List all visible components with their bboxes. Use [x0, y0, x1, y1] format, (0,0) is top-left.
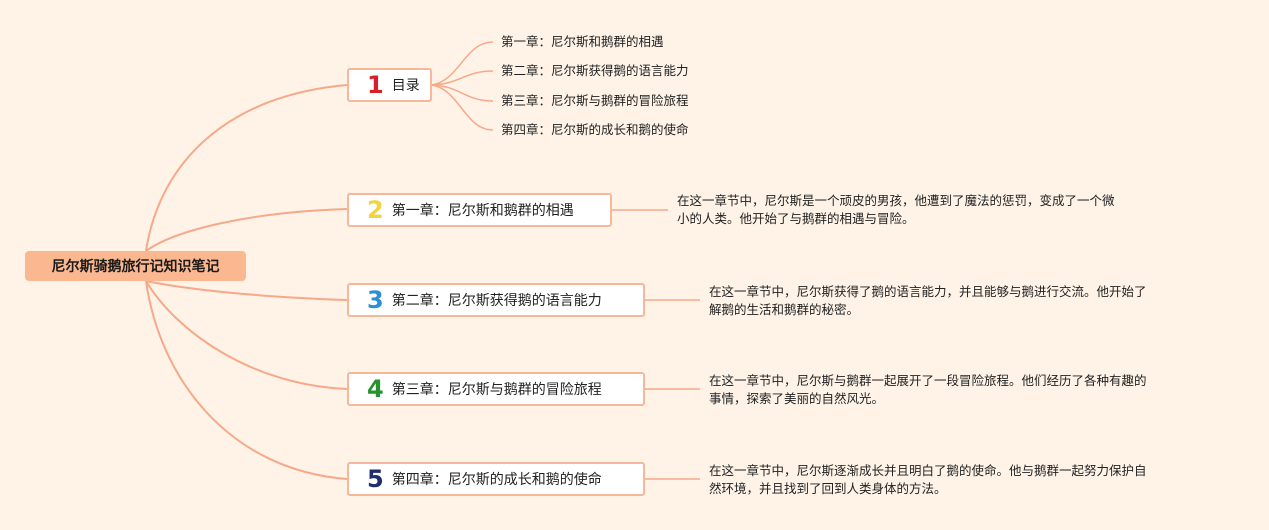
chapter-4-description[interactable]: 在这一章节中，尼尔斯逐渐成长并且明白了鹅的使命。他与鹅群一起努力保护自 然环境，…	[709, 462, 1147, 498]
connector-root-to-chapter4	[145, 280, 348, 480]
branch-chapter-4[interactable]: 5 第四章：尼尔斯的成长和鹅的使命	[347, 462, 645, 496]
branch-toc[interactable]: 1 目录	[347, 68, 432, 102]
branch-label: 第二章：尼尔斯获得鹅的语言能力	[391, 293, 602, 309]
branch-chapter-3[interactable]: 4 第三章：尼尔斯与鹅群的冒险旅程	[347, 372, 645, 406]
branch-chapter-1[interactable]: 2 第一章：尼尔斯和鹅群的相遇	[347, 193, 612, 227]
connector-toc-1	[431, 41, 494, 86]
toc-item-2[interactable]: 第二章：尼尔斯获得鹅的语言能力	[501, 63, 689, 78]
description-line: 然环境，并且找到了回到人类身体的方法。	[709, 481, 947, 496]
description-line: 解鹅的生活和鹅群的秘密。	[709, 302, 860, 317]
branch-label: 目录	[391, 78, 420, 94]
toc-item-3[interactable]: 第三章：尼尔斯与鹅群的冒险旅程	[501, 93, 689, 108]
chapter-3-description[interactable]: 在这一章节中，尼尔斯与鹅群一起展开了一段冒险旅程。他们经历了各种有趣的 事情，探…	[709, 372, 1147, 408]
connector-toc-3	[431, 84, 494, 102]
toc-item-4[interactable]: 第四章：尼尔斯的成长和鹅的使命	[501, 122, 689, 137]
description-line: 事情，探索了美丽的自然风光。	[709, 391, 885, 406]
connector-root-to-chapter3	[145, 280, 348, 390]
number-5-icon: 5	[367, 465, 384, 493]
chapter-2-description[interactable]: 在这一章节中，尼尔斯获得了鹅的语言能力，并且能够与鹅进行交流。他开始了 解鹅的生…	[709, 283, 1147, 319]
number-1-icon: 1	[367, 71, 384, 99]
root-topic[interactable]: 尼尔斯骑鹅旅行记知识笔记	[25, 251, 246, 281]
connector-toc-4	[431, 84, 494, 131]
number-3-icon: 3	[367, 286, 384, 314]
description-line: 在这一章节中，尼尔斯获得了鹅的语言能力，并且能够与鹅进行交流。他开始了	[709, 284, 1147, 299]
toc-item-1[interactable]: 第一章：尼尔斯和鹅群的相遇	[501, 34, 664, 49]
branch-label: 第四章：尼尔斯的成长和鹅的使命	[391, 472, 602, 488]
connector-root-to-chapter2	[145, 280, 348, 301]
number-2-icon: 2	[367, 196, 384, 224]
connector-root-to-chapter1	[145, 208, 348, 252]
branch-label: 第三章：尼尔斯与鹅群的冒险旅程	[391, 382, 602, 398]
description-line: 小的人类。他开始了与鹅群的相遇与冒险。	[677, 211, 915, 226]
connector-root-to-toc	[145, 84, 348, 252]
chapter-1-description[interactable]: 在这一章节中，尼尔斯是一个顽皮的男孩，他遭到了魔法的惩罚，变成了一个微 小的人类…	[677, 192, 1115, 228]
connector-toc-2	[431, 70, 494, 86]
branch-chapter-2[interactable]: 3 第二章：尼尔斯获得鹅的语言能力	[347, 283, 645, 317]
description-line: 在这一章节中，尼尔斯与鹅群一起展开了一段冒险旅程。他们经历了各种有趣的	[709, 373, 1147, 388]
description-line: 在这一章节中，尼尔斯是一个顽皮的男孩，他遭到了魔法的惩罚，变成了一个微	[677, 193, 1115, 208]
description-line: 在这一章节中，尼尔斯逐渐成长并且明白了鹅的使命。他与鹅群一起努力保护自	[709, 463, 1147, 478]
number-4-icon: 4	[367, 375, 384, 403]
branch-label: 第一章：尼尔斯和鹅群的相遇	[391, 203, 574, 219]
root-topic-label: 尼尔斯骑鹅旅行记知识笔记	[51, 259, 220, 275]
